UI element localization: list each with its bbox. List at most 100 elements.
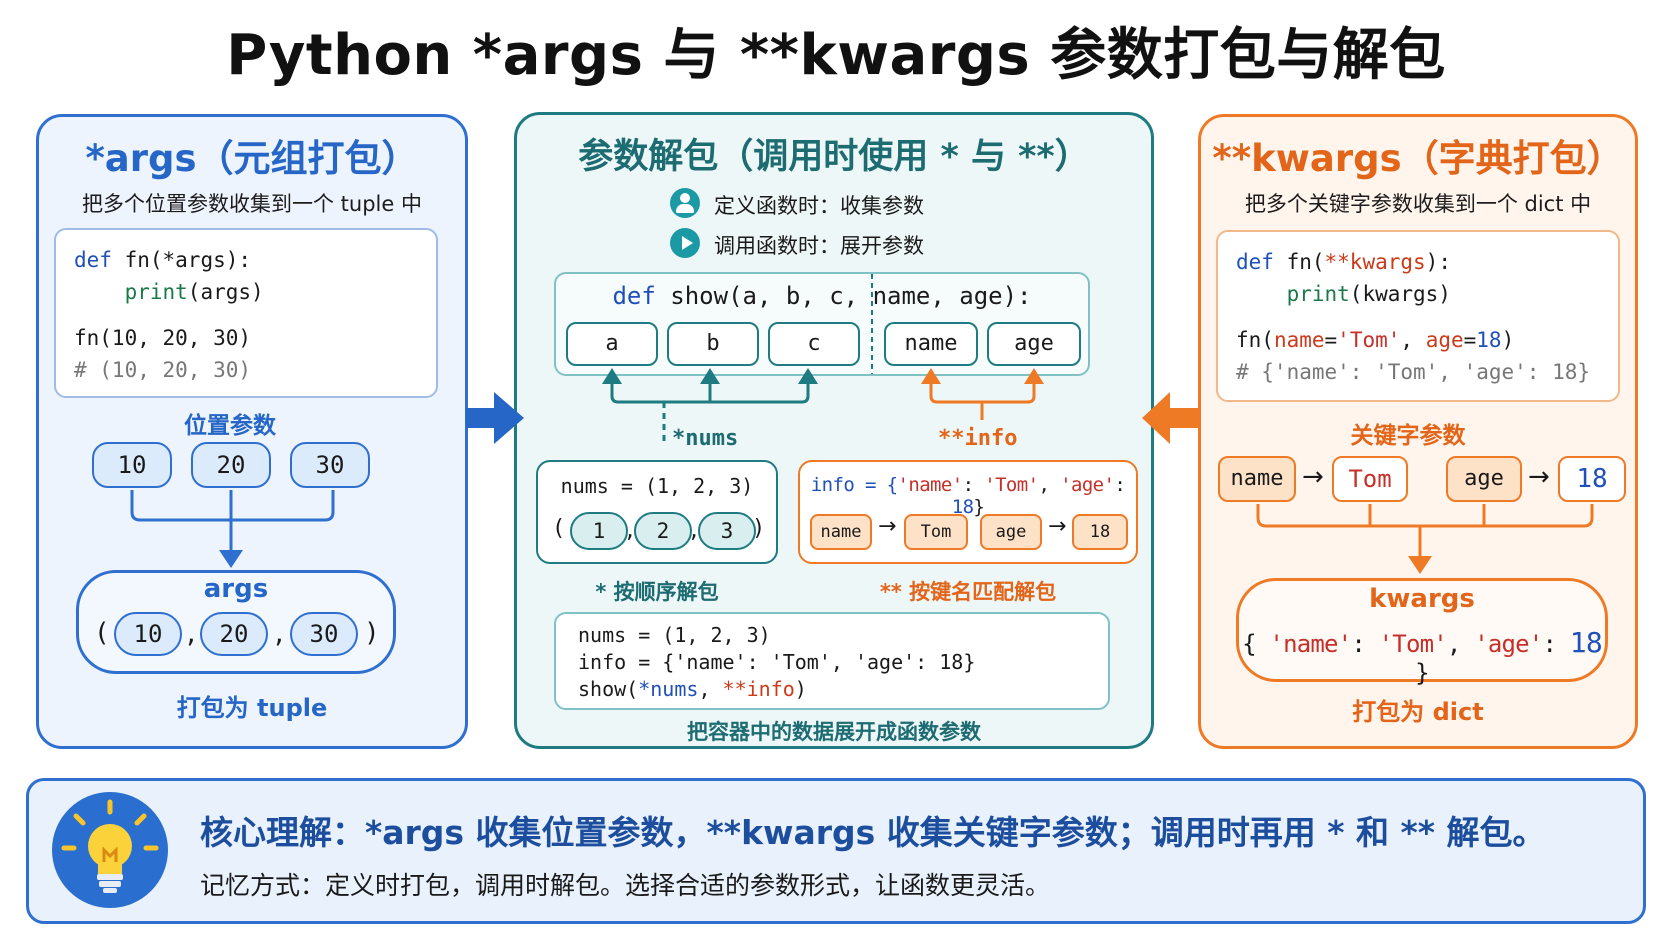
args-code-block: def fn(*args): print(args)fn(10, 20, 30)… (54, 228, 438, 398)
info-code-key: 'age' (1060, 474, 1115, 496)
tuple-value-pill: 30 (290, 612, 358, 656)
info-code-key: 'name' (897, 474, 964, 496)
summary-detail: 记忆方式：定义时打包，调用时解包。选择合适的参数形式，让函数更灵活。 (200, 871, 1051, 900)
code-print-builtin: print (124, 280, 188, 304)
nums-value-pill: 1 (570, 512, 628, 550)
info-key-pill: name (810, 514, 872, 550)
positional-args-label: 位置参数 (184, 413, 276, 439)
dict-brace: { (1242, 630, 1270, 658)
arrow-right-icon: → (1528, 462, 1550, 492)
code-call-part: age (1425, 328, 1464, 352)
param-slot: a (566, 322, 658, 366)
args-panel-title: *args（元组打包） (85, 137, 419, 180)
positional-value-pill: 10 (92, 442, 172, 488)
param-slot: b (667, 322, 759, 366)
order-unpack-label: * 按顺序解包 (595, 580, 719, 604)
nums-comma: , (624, 518, 637, 542)
arrow-right-icon: → (878, 514, 897, 539)
legend-define-text: 定义函数时：收集参数 (714, 194, 924, 218)
call-code-line: info = {'name': 'Tom', 'age': 18} (578, 650, 976, 674)
dict-key: 'name' (1269, 630, 1352, 658)
call-code-line: nums = (1, 2, 3) (578, 623, 771, 647)
code-line: (kwargs) (1349, 282, 1451, 306)
nums-open-paren: ( (552, 516, 566, 541)
param-slot: name (884, 322, 978, 366)
kwargs-dict-box (1236, 578, 1608, 682)
code-kwargs-param: **kwargs (1324, 250, 1426, 274)
code-call-part: 18 (1476, 328, 1502, 352)
nums-close-paren: ) (752, 516, 766, 541)
dict-value: 18 (1569, 626, 1603, 659)
code-call-part: name (1273, 328, 1325, 352)
positional-value-pill: 20 (191, 442, 271, 488)
code-line: fn(*args): (111, 248, 252, 272)
pack-tuple-label: 打包为 tuple (176, 694, 328, 722)
summary-panel (26, 778, 1646, 924)
dict-key: 'age' (1474, 630, 1543, 658)
args-panel-subtitle: 把多个位置参数收集到一个 tuple 中 (82, 192, 422, 216)
star-nums-label: *nums (672, 426, 739, 451)
args-tuple-label: args (203, 574, 269, 604)
info-code-prefix: info = { (810, 474, 898, 496)
tuple-comma: , (272, 620, 287, 648)
code-call-part: ) (1501, 328, 1515, 352)
call-code-star-nums: *nums (638, 677, 699, 701)
legend-call-text: 调用函数时：展开参数 (714, 234, 924, 258)
info-code: info = {'name': 'Tom', 'age': 18} (798, 474, 1138, 518)
call-code-part: ) (794, 677, 807, 701)
dict-brace: } (1415, 659, 1429, 687)
code-call-line: fn(10, 20, 30) (74, 326, 252, 350)
code-call-part: , (1400, 328, 1426, 352)
kw-key-pill: name (1218, 456, 1296, 502)
unpack-summary-label: 把容器中的数据展开成函数参数 (687, 720, 981, 744)
nums-comma: , (688, 518, 701, 542)
function-signature: def show(a, b, c, name, age): (554, 282, 1090, 310)
page-title: Python *args 与 **kwargs 参数打包与解包 (226, 23, 1446, 88)
nums-code: nums = (1, 2, 3) (560, 474, 754, 498)
info-code-sep: : (1114, 474, 1126, 496)
call-code-part: show( (578, 677, 639, 701)
code-comment-line: # {'name': 'Tom', 'age': 18} (1236, 360, 1591, 384)
kw-value-pill: 18 (1558, 456, 1626, 502)
info-code-value: 'Tom' (984, 474, 1039, 496)
tuple-value-pill: 10 (114, 612, 182, 656)
arrow-right-icon: → (1302, 462, 1324, 492)
nums-value-pill: 3 (698, 512, 756, 550)
positional-value-pill: 30 (290, 442, 370, 488)
call-code-star-info: **info (722, 677, 795, 701)
tuple-close-paren: ) (364, 618, 380, 648)
kwargs-code-block: def fn(**kwargs): print(kwargs)fn(name='… (1216, 230, 1620, 402)
code-call-part: = (1463, 328, 1477, 352)
info-key-pill: age (980, 514, 1042, 550)
kwargs-dict-label: kwargs (1369, 584, 1475, 614)
code-def-keyword: def (1236, 250, 1274, 274)
info-value-pill: 18 (1072, 514, 1128, 550)
code-call-part: = (1324, 328, 1338, 352)
kw-key-pill: age (1446, 456, 1522, 502)
key-unpack-label: ** 按键名匹配解包 (879, 580, 1057, 604)
tuple-value-pill: 20 (200, 612, 268, 656)
info-code-sep: : (962, 474, 985, 496)
kwargs-dict-content: { 'name': 'Tom', 'age': 18 } (1236, 626, 1608, 687)
play-icon (670, 228, 700, 258)
tuple-open-paren: ( (94, 618, 110, 648)
unpack-panel-title: 参数解包（调用时使用 * 与 **） (578, 137, 1090, 177)
kwargs-panel-title: **kwargs（字典打包） (1212, 137, 1624, 180)
code-print-builtin: print (1286, 282, 1350, 306)
info-code-end: } (973, 496, 985, 518)
info-value-pill: Tom (904, 514, 968, 550)
summary-headline: 核心理解：*args 收集位置参数，**kwargs 收集关键字参数；调用时再用… (200, 813, 1546, 852)
dict-value: 'Tom' (1378, 630, 1448, 658)
lightbulb-icon (52, 792, 168, 908)
code-def-keyword: def (612, 282, 656, 310)
code-comment-line: # (10, 20, 30) (74, 358, 252, 382)
info-code-value: 18 (951, 496, 974, 518)
param-slot: c (768, 322, 860, 366)
info-code-sep: , (1038, 474, 1061, 496)
user-icon (670, 188, 700, 218)
call-code-block: nums = (1, 2, 3) info = {'name': 'Tom', '… (554, 612, 1110, 710)
keyword-args-label: 关键字参数 (1350, 423, 1466, 449)
pack-dict-label: 打包为 dict (1352, 698, 1484, 726)
code-call-part: fn( (1236, 328, 1274, 352)
tuple-comma: , (184, 620, 199, 648)
